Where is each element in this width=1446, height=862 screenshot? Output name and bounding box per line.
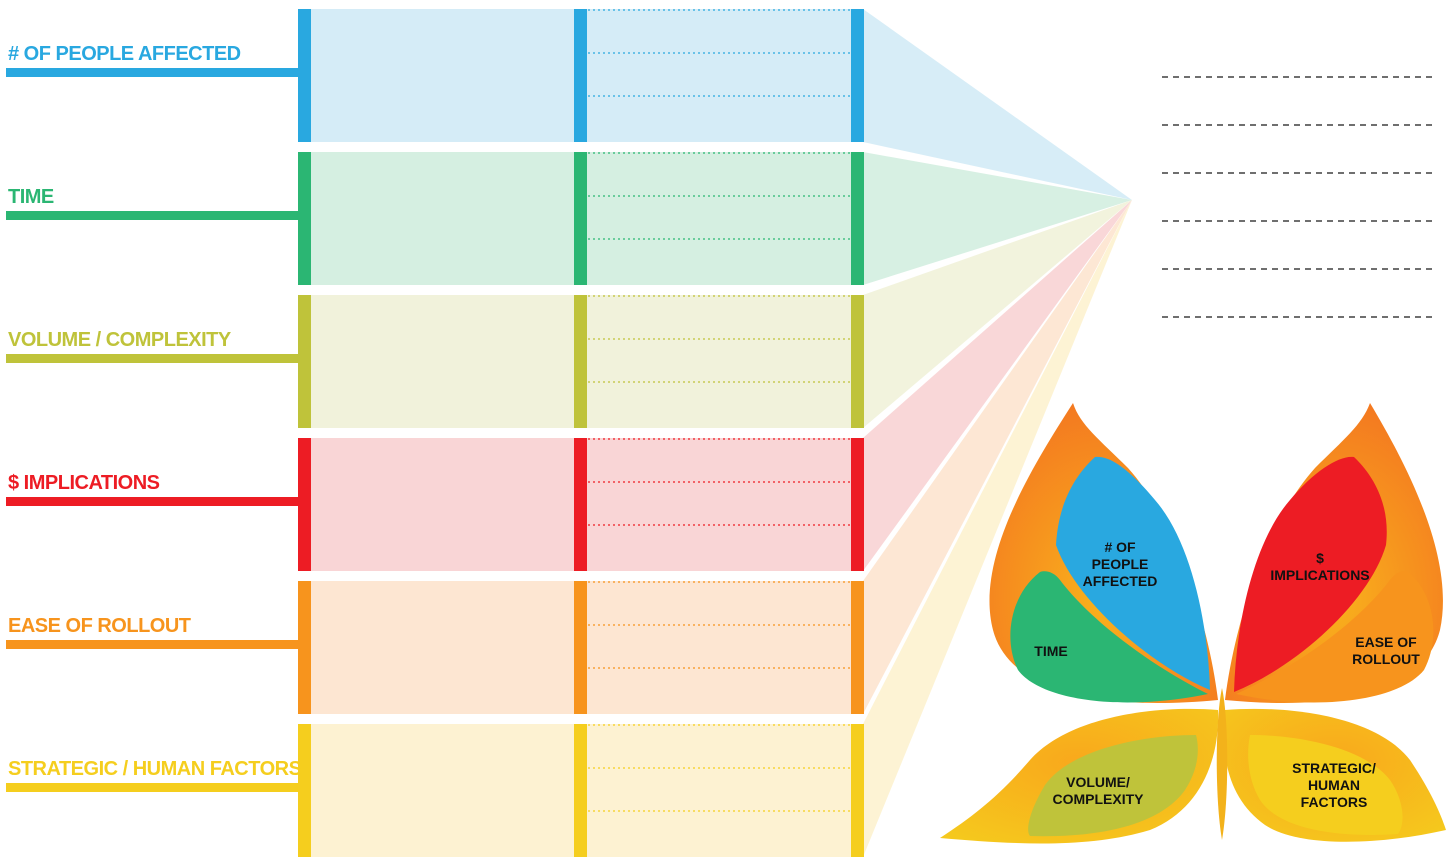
- wing-segment-rollout: [1236, 571, 1434, 703]
- row-bar-people-0: [298, 9, 311, 142]
- fan-people: [863, 9, 1132, 200]
- label-connector-time: [6, 211, 300, 220]
- row-bar-people-1: [574, 9, 587, 142]
- fan-implications: [863, 200, 1132, 571]
- factor-label-time: TIME: [8, 186, 54, 208]
- row-bar-strategic-0: [298, 724, 311, 857]
- factor-row-volume: [6, 295, 864, 428]
- factor-label-volume: VOLUME / COMPLEXITY: [8, 329, 231, 351]
- fan-strategic: [863, 200, 1132, 857]
- fan-time: [863, 152, 1132, 285]
- wing-label-people: AFFECTED: [1083, 573, 1158, 589]
- row-bar-implications-1: [574, 438, 587, 571]
- factor-label-strategic: STRATEGIC / HUMAN FACTORS: [8, 758, 302, 780]
- row-bar-time-2: [851, 152, 864, 285]
- butterfly-body: [1216, 688, 1228, 840]
- wing-label-rollout: EASE OF: [1355, 634, 1417, 650]
- summary-lines: [1162, 76, 1436, 318]
- wing-label-time: TIME: [1034, 643, 1067, 659]
- fan-rollout: [863, 200, 1132, 714]
- row-bar-volume-2: [851, 295, 864, 428]
- wing-label-people: PEOPLE: [1092, 556, 1149, 572]
- factor-row-strategic: [6, 724, 864, 857]
- wing-segment-people: [1056, 456, 1210, 690]
- wing-label-strategic: FACTORS: [1301, 794, 1368, 810]
- row-bar-time-1: [574, 152, 587, 285]
- row-bar-implications-2: [851, 438, 864, 571]
- factor-rows: [6, 9, 864, 857]
- row-bar-rollout-0: [298, 581, 311, 714]
- wing-label-strategic: HUMAN: [1308, 777, 1360, 793]
- wing-segment-strategic: [1248, 735, 1403, 835]
- row-bar-people-2: [851, 9, 864, 142]
- wing-segment-time: [1010, 571, 1208, 703]
- fan-volume: [863, 200, 1132, 428]
- row-bar-volume-1: [574, 295, 587, 428]
- wing-label-implications: $: [1316, 550, 1324, 566]
- factor-label-implications: $ IMPLICATIONS: [8, 472, 160, 494]
- label-connector-strategic: [6, 783, 300, 792]
- wing-segment-volume: [1028, 735, 1198, 837]
- row-bar-rollout-2: [851, 581, 864, 714]
- factor-row-people: [6, 9, 864, 142]
- wing-label-volume: COMPLEXITY: [1052, 791, 1144, 807]
- label-connector-rollout: [6, 640, 300, 649]
- factor-label-rollout: EASE OF ROLLOUT: [8, 615, 191, 637]
- wing-label-implications: IMPLICATIONS: [1270, 567, 1369, 583]
- wing-label-volume: VOLUME/: [1066, 774, 1130, 790]
- row-bar-rollout-1: [574, 581, 587, 714]
- wing-label-rollout: ROLLOUT: [1352, 651, 1420, 667]
- factor-label-people: # OF PEOPLE AFFECTED: [8, 43, 241, 65]
- row-bar-volume-0: [298, 295, 311, 428]
- row-bar-strategic-1: [574, 724, 587, 857]
- label-connector-implications: [6, 497, 300, 506]
- factor-row-implications: [6, 438, 864, 571]
- row-bar-strategic-2: [851, 724, 864, 857]
- row-bar-time-0: [298, 152, 311, 285]
- wing-label-strategic: STRATEGIC/: [1292, 760, 1376, 776]
- wing-segment-implications: [1234, 456, 1387, 692]
- wing-label-people: # OF: [1104, 539, 1136, 555]
- label-connector-volume: [6, 354, 300, 363]
- label-connector-people: [6, 68, 300, 77]
- row-bar-implications-0: [298, 438, 311, 571]
- factor-row-time: [6, 152, 864, 285]
- factor-row-rollout: [6, 581, 864, 714]
- fan-connectors: [863, 9, 1132, 857]
